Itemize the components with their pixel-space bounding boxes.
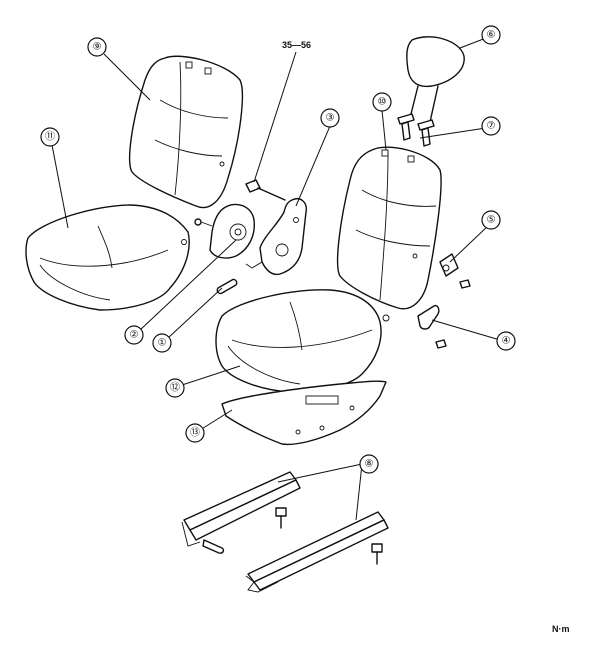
callout-3-label: ③	[326, 113, 335, 124]
callout-4-label: ④	[502, 336, 511, 347]
callout-9: ⑨	[87, 37, 107, 57]
recliner-cover	[194, 203, 255, 259]
callout-4: ④	[496, 331, 516, 351]
callout-2-label: ②	[130, 330, 139, 341]
left-seatback	[129, 55, 244, 209]
callout-9-label: ⑨	[93, 42, 102, 53]
callout-2: ②	[124, 325, 144, 345]
callout-8: ⑧	[359, 454, 379, 474]
seat-rails	[181, 471, 389, 593]
callout-3: ③	[320, 108, 340, 128]
callout-7-label: ⑦	[487, 121, 496, 132]
callout-5-label: ⑤	[487, 215, 496, 226]
recliner-mechanism	[245, 198, 307, 276]
callout-10: ⑩	[372, 92, 392, 112]
right-seat-cushion	[215, 289, 382, 393]
callout-13-label: ⑬	[190, 427, 200, 439]
torque-spec-label: 35—56	[282, 40, 311, 50]
trim-cover	[439, 253, 471, 289]
left-seat-cushion	[25, 204, 190, 311]
callout-11-label: ⑪	[45, 131, 55, 143]
callout-6: ⑥	[481, 25, 501, 45]
callout-1: ①	[152, 333, 172, 353]
unit-label: N·m	[552, 624, 570, 634]
recliner-bolt	[245, 179, 286, 201]
seat-pan	[221, 380, 387, 446]
callout-6-label: ⑥	[487, 30, 496, 41]
callout-11: ⑪	[40, 127, 60, 147]
callout-12: ⑫	[165, 378, 185, 398]
pin	[216, 278, 238, 295]
callout-1-label: ①	[158, 338, 167, 349]
callout-5: ⑤	[481, 210, 501, 230]
callout-8-label: ⑧	[365, 459, 374, 470]
callout-7: ⑦	[481, 116, 501, 136]
headrest	[406, 36, 465, 123]
right-seatback	[336, 146, 442, 310]
callout-10-label: ⑩	[378, 97, 387, 108]
callout-12-label: ⑫	[170, 382, 180, 394]
headrest-guides	[397, 113, 435, 147]
callout-13: ⑬	[185, 423, 205, 443]
leader-lines	[51, 37, 501, 521]
side-cover	[382, 304, 447, 349]
